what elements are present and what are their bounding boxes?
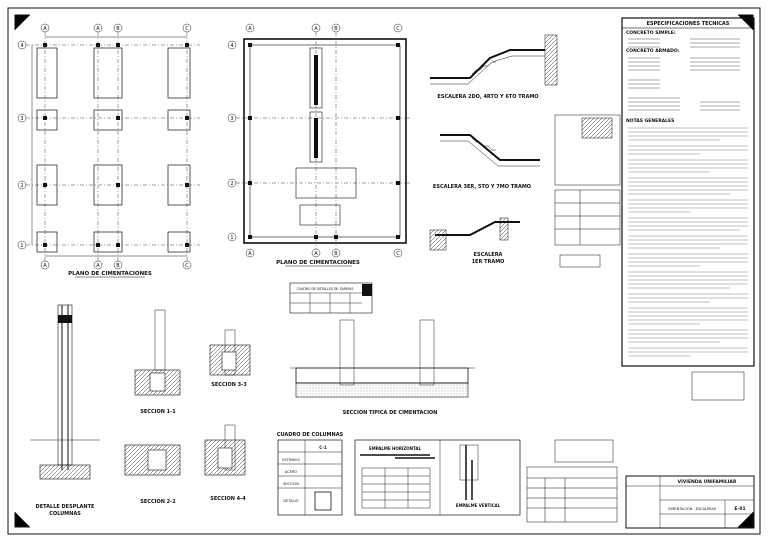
svg-text:CONCRETO SIMPLE:: CONCRETO SIMPLE:	[626, 30, 676, 36]
typical-foundation-section: SECCION TIPICA DE CIMENTACION	[290, 319, 475, 416]
svg-text:1ER TRAMO: 1ER TRAMO	[472, 259, 505, 265]
svg-text:DETALLE: DETALLE	[283, 499, 298, 503]
svg-text:COLUMNAS: COLUMNAS	[49, 511, 81, 517]
footing-details-table: CUADRO DE DETALLES DE ZAPATAS	[289, 282, 373, 314]
svg-text:CIMENTACION - ESCALERAS: CIMENTACION - ESCALERAS	[668, 507, 717, 511]
svg-text:B: B	[334, 251, 338, 257]
splice-details: EMPALME HORIZONTAL EMPALME VERTICAL	[354, 439, 521, 516]
svg-text:A: A	[43, 263, 47, 269]
svg-text:C: C	[185, 26, 189, 32]
svg-text:A: A	[43, 26, 47, 32]
svg-text:SECCION 1-1: SECCION 1-1	[140, 409, 176, 415]
svg-text:3: 3	[230, 116, 233, 122]
svg-text:C-1: C-1	[319, 445, 327, 450]
foundation-plan-1: A A B C A A B C 4 3 2 1	[17, 23, 200, 278]
svg-text:A: A	[314, 26, 318, 32]
specs-lines	[628, 38, 740, 111]
svg-text:ESCALERA 3ER, 5TO Y 7MO TRAMO: ESCALERA 3ER, 5TO Y 7MO TRAMO	[433, 184, 531, 190]
svg-text:SECCION 2-2: SECCION 2-2	[140, 499, 176, 505]
svg-text:2: 2	[20, 183, 23, 189]
title-block: VIVIENDA UNIFAMILIAR CIMENTACION - ESCAL…	[625, 475, 755, 529]
section-4-4: SECCION 4-4	[204, 424, 246, 502]
stair-detail-1: ESCALERA 2DO, 4RTO Y 6TO TRAMO	[430, 34, 558, 100]
svg-text:3: 3	[20, 116, 23, 122]
svg-text:4: 4	[20, 43, 23, 49]
svg-text:C: C	[396, 251, 400, 257]
svg-text:CUADRO DE COLUMNAS: CUADRO DE COLUMNAS	[277, 432, 344, 438]
svg-text:C: C	[185, 263, 189, 269]
notes-lines	[628, 127, 748, 357]
stair-connection-details	[554, 114, 621, 268]
svg-text:SECCION 4-4: SECCION 4-4	[210, 496, 246, 502]
svg-text:A: A	[96, 263, 100, 269]
plan2-title: PLANO DE CIMENTACIONES	[276, 260, 360, 266]
svg-text:B: B	[116, 26, 120, 32]
svg-text:2: 2	[230, 181, 233, 187]
section-3-3: SECCION 3-3	[209, 329, 251, 388]
svg-text:ESCALERA 2DO, 4RTO Y 6TO TRAMO: ESCALERA 2DO, 4RTO Y 6TO TRAMO	[437, 94, 538, 100]
plan1-title: PLANO DE CIMENTACIONES	[68, 271, 152, 277]
svg-text:SECCION: SECCION	[283, 482, 299, 486]
anchorage-table	[526, 439, 618, 523]
stair-detail-2: ESCALERA 3ER, 5TO Y 7MO TRAMO	[433, 134, 540, 190]
svg-text:C: C	[396, 26, 400, 32]
svg-text:B: B	[334, 26, 338, 32]
svg-text:CONCRETO ARMADO:: CONCRETO ARMADO:	[626, 48, 680, 54]
svg-text:A: A	[314, 251, 318, 257]
svg-text:ESCALERA: ESCALERA	[474, 252, 503, 258]
stair-detail-3: ESCALERA 1ER TRAMO	[429, 217, 520, 265]
svg-text:A: A	[248, 251, 252, 257]
svg-text:EMPALME HORIZONTAL: EMPALME HORIZONTAL	[369, 446, 422, 451]
svg-text:CUADRO DE DETALLES DE ZAPATAS: CUADRO DE DETALLES DE ZAPATAS	[297, 287, 354, 291]
svg-text:A: A	[248, 26, 252, 32]
section-1-1: SECCION 1-1	[134, 309, 181, 415]
svg-text:SECCION 3-3: SECCION 3-3	[211, 382, 247, 388]
plan1-footings	[36, 47, 191, 253]
corner-marks	[14, 14, 754, 528]
svg-text:NOTAS GENERALES: NOTAS GENERALES	[626, 118, 674, 124]
svg-text:DETALLE DESPLANTE: DETALLE DESPLANTE	[36, 504, 95, 510]
foundation-plan-2: A A B C A A B C 4 3 2 1	[227, 23, 410, 267]
specs-panel: ESPECIFICACIONES TECNICAS CONCRETO SIMPL…	[621, 17, 755, 401]
svg-text:1: 1	[230, 235, 233, 241]
plan2-axis: A A B C A A B C 4 3 2 1	[227, 23, 403, 258]
plan1-columns	[43, 43, 189, 247]
svg-text:ACERO: ACERO	[285, 470, 297, 474]
svg-text:E-01: E-01	[734, 506, 745, 512]
svg-text:4: 4	[230, 43, 233, 49]
svg-text:SECCION TIPICA DE CIMENTACION: SECCION TIPICA DE CIMENTACION	[343, 410, 438, 416]
svg-text:EMPALME VERTICAL: EMPALME VERTICAL	[456, 503, 501, 508]
svg-text:1: 1	[20, 243, 23, 249]
column-base-detail: DETALLE DESPLANTE COLUMNAS	[30, 304, 100, 517]
section-2-2: SECCION 2-2	[124, 444, 181, 505]
svg-text:B: B	[116, 263, 120, 269]
svg-text:ESPECIFICACIONES TECNICAS: ESPECIFICACIONES TECNICAS	[647, 21, 730, 27]
columns-table: CUADRO DE COLUMNAS C-1 ESTRIBOS ACERO SE…	[277, 432, 344, 516]
svg-text:A: A	[96, 26, 100, 32]
svg-text:ESTRIBOS: ESTRIBOS	[282, 458, 300, 462]
sheet-border	[7, 7, 761, 535]
svg-text:VIVIENDA UNIFAMILIAR: VIVIENDA UNIFAMILIAR	[678, 479, 737, 485]
